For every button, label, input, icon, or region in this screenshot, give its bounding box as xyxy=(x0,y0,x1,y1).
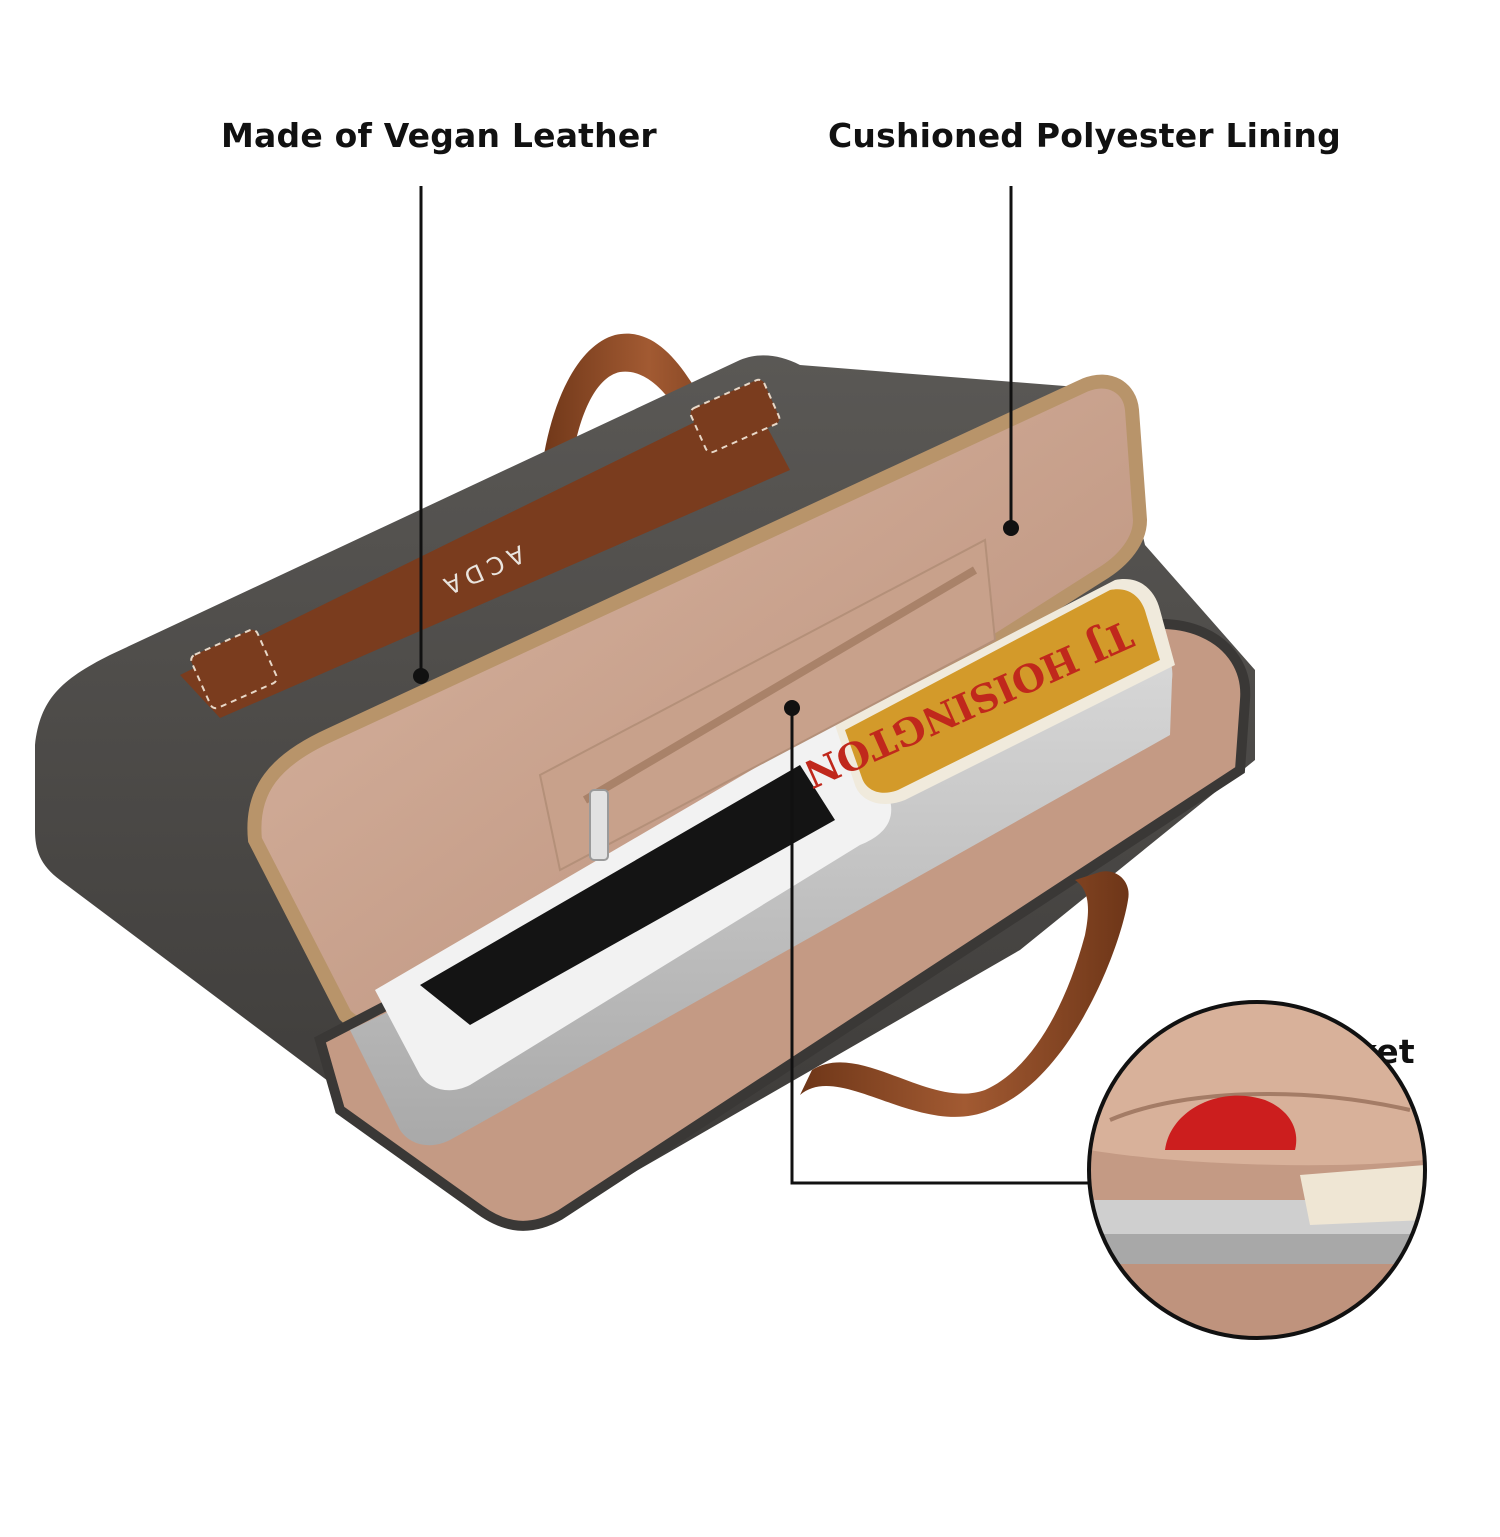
zipper-pull xyxy=(589,789,609,861)
pocket-detail-circle xyxy=(1089,1002,1425,1338)
pocket-detail-border xyxy=(1087,1000,1427,1340)
callout-line-pocket xyxy=(790,708,1090,1185)
leather-strap xyxy=(180,395,790,718)
callout-polyester-lining: Cushioned Polyester Lining xyxy=(828,116,1341,155)
callout-dot-vegan xyxy=(413,668,429,684)
book-cover xyxy=(845,589,1160,793)
tablet-screen xyxy=(420,765,835,1025)
front-handle xyxy=(800,871,1129,1117)
callout-dot-lining xyxy=(1003,520,1019,536)
callout-vegan-leather: Made of Vegan Leather xyxy=(221,116,657,155)
callout-dot-pocket xyxy=(784,700,800,716)
inner-zipper xyxy=(582,566,978,804)
